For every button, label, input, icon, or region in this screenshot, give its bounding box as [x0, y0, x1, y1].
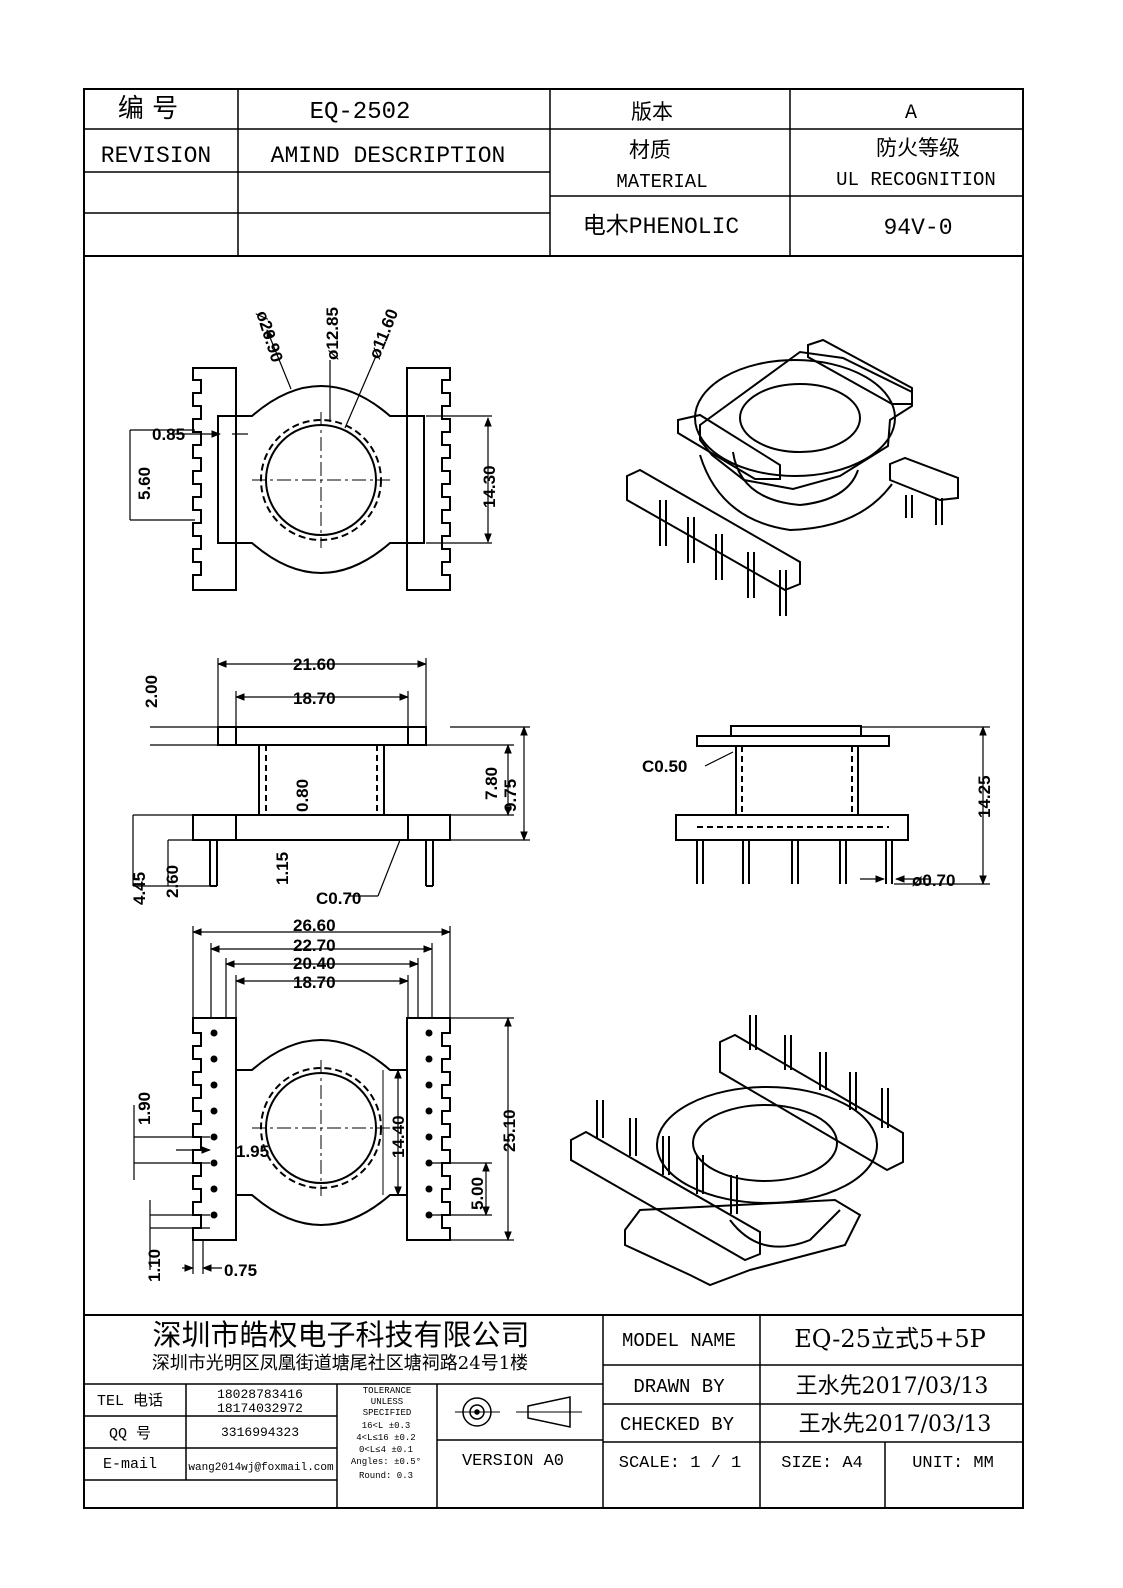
top-view [192, 367, 451, 591]
checked-value: 王水先2017/03/13 [799, 1412, 992, 1437]
dim-500: 5.00 [468, 1177, 487, 1210]
dim-075: 0.75 [224, 1261, 257, 1280]
dim-975: 9.75 [501, 779, 520, 812]
checked-label: CHECKED BY [620, 1414, 735, 1436]
scale-text: SCALE: 1 / 1 [619, 1454, 741, 1473]
fire-value: 94V-0 [883, 215, 952, 241]
top-view-dims [129, 329, 492, 544]
tolerance-line: 16<L ±0.3 [362, 1421, 411, 1431]
amind-label: AMIND DESCRIPTION [271, 143, 506, 169]
tolerance-line: Round: 0.3 [359, 1471, 413, 1481]
dim-d-outer: ø20.90 [252, 308, 286, 364]
bottom-right-block [406, 1017, 451, 1241]
dim-780: 7.80 [482, 767, 501, 800]
dim-1440: 14.40 [389, 1115, 408, 1158]
dim-115: 1.15 [273, 852, 292, 885]
dim-085: 0.85 [152, 425, 185, 444]
side-view [675, 725, 909, 884]
tolerance-line: Angles: ±0.5° [351, 1457, 421, 1467]
footer-table [84, 1314, 1023, 1508]
revision-label: REVISION [101, 143, 211, 169]
side-upper-flange [696, 735, 890, 747]
fire-en: UL RECOGNITION [836, 169, 996, 191]
side-view-dims [704, 726, 990, 885]
sheet-border [83, 88, 1024, 1509]
dim-2040: 20.40 [293, 954, 336, 973]
drawn-value: 王水先2017/03/13 [796, 1374, 989, 1399]
drawn-label: DRAWN BY [633, 1376, 725, 1398]
projection-symbol [455, 1396, 582, 1428]
number-value: EQ-2502 [310, 99, 411, 126]
dim-080: 0.80 [293, 779, 312, 812]
lower-flange [192, 814, 451, 841]
dim-d-inner: ø11.60 [365, 306, 402, 361]
dim-c070: C0.70 [316, 889, 361, 908]
iso-view-top [626, 338, 959, 616]
bottom-flange [235, 1039, 408, 1226]
number-label: 编 号 [118, 94, 178, 124]
dim-2510: 25.10 [500, 1109, 519, 1152]
version-value: A [905, 102, 917, 125]
tolerance-line: 4<L≤16 ±0.2 [356, 1433, 415, 1443]
dim-2160: 21.60 [293, 655, 336, 674]
dim-d-mid: ø12.85 [323, 307, 342, 360]
dim-110: 1.10 [145, 1249, 164, 1282]
email-label: E-mail [103, 1456, 157, 1473]
upper-flange [217, 726, 427, 746]
fire-cn: 防火等级 [876, 136, 960, 160]
left-terminal-block [192, 367, 237, 591]
unit-text: UNIT: MM [912, 1454, 994, 1473]
dim-pin: ø0.70 [912, 871, 955, 890]
iso-view-bottom [570, 1015, 904, 1287]
material-value: 电木PHENOLIC [583, 213, 739, 240]
bottom-pin-dots [210, 1029, 433, 1219]
front-view [192, 726, 451, 887]
tolerance-line: 0<L≤4 ±0.1 [359, 1445, 413, 1455]
header-table [84, 89, 1023, 257]
tel-2: 18174032972 [217, 1401, 303, 1416]
model-value: EQ-25立式5+5P [794, 1325, 986, 1353]
dim-560: 5.60 [135, 467, 154, 500]
dim-190: 1.90 [135, 1092, 154, 1125]
dim-1870b: 18.70 [293, 973, 336, 992]
version-label: 版本 [631, 100, 673, 124]
size-text: SIZE: A4 [781, 1454, 863, 1473]
dim-2270: 22.70 [293, 936, 336, 955]
model-label: MODEL NAME [622, 1330, 736, 1352]
bottom-view [192, 1017, 451, 1241]
qq-label: QQ 号 [109, 1426, 151, 1443]
tolerance-block: TOLERANCE UNLESS SPECIFIED 16<L ±0.3 4<L… [351, 1386, 421, 1481]
dim-1430: 14.30 [480, 465, 499, 508]
iso-bore-bottom [692, 1104, 838, 1182]
dim-445: 4.45 [130, 872, 149, 905]
tel-1: 18028783416 [217, 1387, 303, 1402]
tolerance-line: SPECIFIED [363, 1408, 412, 1418]
qq-value: 3316994323 [221, 1425, 299, 1440]
version-text: VERSION A0 [462, 1452, 564, 1471]
dim-2660: 26.60 [293, 916, 336, 935]
dim-200: 2.00 [142, 675, 161, 708]
dim-260: 2.60 [163, 865, 182, 898]
email-value: wang2014wj@foxmail.com [188, 1462, 334, 1474]
top-flange [217, 385, 425, 574]
material-cn: 材质 [629, 138, 671, 162]
bottom-view-dims [133, 926, 514, 1274]
front-view-dims [132, 658, 530, 897]
right-terminal-block [406, 367, 451, 591]
tolerance-line: TOLERANCE [363, 1386, 412, 1396]
dim-1425: 14.25 [975, 775, 994, 818]
dim-1870a: 18.70 [293, 689, 336, 708]
dim-195: 1.95 [236, 1142, 269, 1161]
tel-label: TEL 电话 [97, 1392, 163, 1410]
company-address: 深圳市光明区凤凰街道塘尾社区塘祠路24号1楼 [152, 1353, 528, 1374]
tolerance-line: UNLESS [371, 1397, 403, 1407]
company-name: 深圳市皓权电子科技有限公司 [152, 1318, 529, 1352]
material-en: MATERIAL [616, 171, 707, 193]
dim-c050: C0.50 [642, 757, 687, 776]
iso-bore [739, 383, 861, 453]
bottom-left-block [192, 1017, 237, 1241]
